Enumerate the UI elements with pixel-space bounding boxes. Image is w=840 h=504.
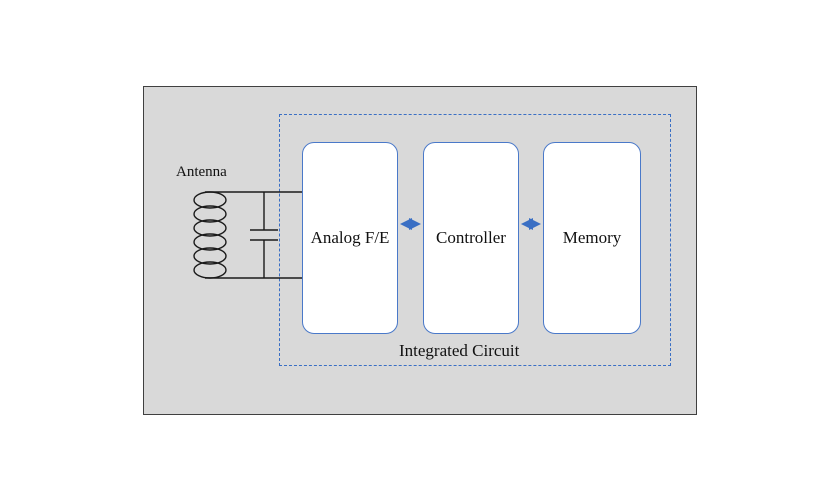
integrated-circuit-boundary <box>279 114 671 366</box>
antenna-coil-icon <box>193 191 227 279</box>
antenna-label: Antenna <box>176 164 227 180</box>
analog-fe-block: Analog F/E <box>302 142 398 334</box>
memory-label: Memory <box>562 228 622 247</box>
integrated-circuit-label: Integrated Circuit <box>399 341 520 360</box>
capacitor-icon <box>250 192 278 278</box>
controller-label: Controller <box>436 228 506 247</box>
analog-fe-label: Analog F/E <box>310 228 390 247</box>
controller-block: Controller <box>423 142 519 334</box>
memory-block: Memory <box>543 142 641 334</box>
